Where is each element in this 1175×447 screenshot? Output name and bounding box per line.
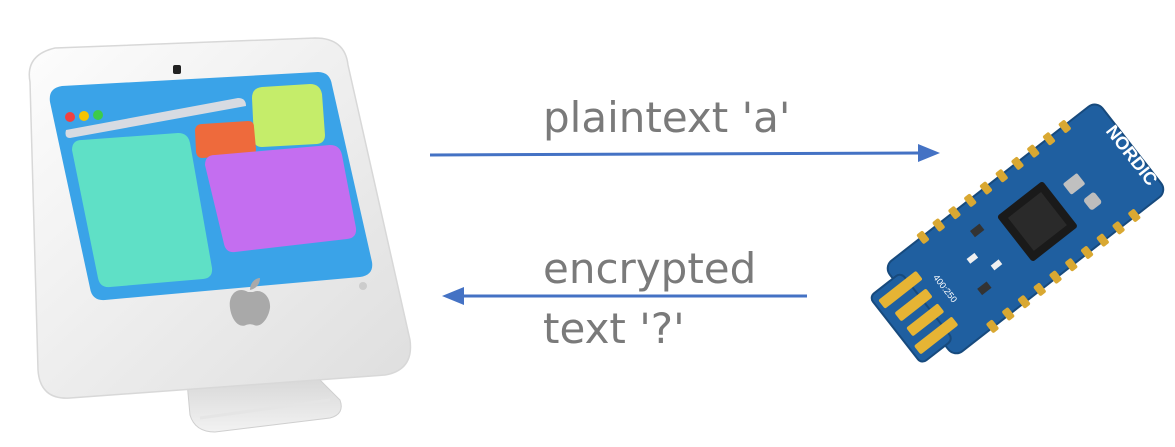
tile-teal xyxy=(72,133,213,288)
plaintext-label: plaintext 'a' xyxy=(543,93,791,142)
encrypted-label-line2: text '?' xyxy=(543,304,685,353)
window-minimize-dot xyxy=(79,111,89,121)
camera-dot xyxy=(173,65,181,74)
tile-lime xyxy=(252,84,325,147)
apple-logo xyxy=(229,278,271,326)
arrow-back xyxy=(442,287,807,305)
encrypted-label-line1: encrypted xyxy=(543,244,757,293)
edge-pads xyxy=(916,120,1141,333)
computer-illustration xyxy=(28,37,412,433)
window-close-dot xyxy=(65,112,75,122)
component-crystal xyxy=(1063,173,1085,195)
window-maximize-dot xyxy=(93,110,103,120)
tile-purple xyxy=(205,145,357,253)
usb-gold-pads xyxy=(878,271,958,354)
tile-orange xyxy=(195,121,256,158)
address-bar xyxy=(65,98,246,138)
nordic-usb-dongle: NORDIC SEMICONDUCTOR 400:250 xyxy=(870,103,1165,363)
arrow-forward xyxy=(429,144,940,162)
power-dot xyxy=(359,282,367,290)
component-button xyxy=(1084,192,1102,210)
